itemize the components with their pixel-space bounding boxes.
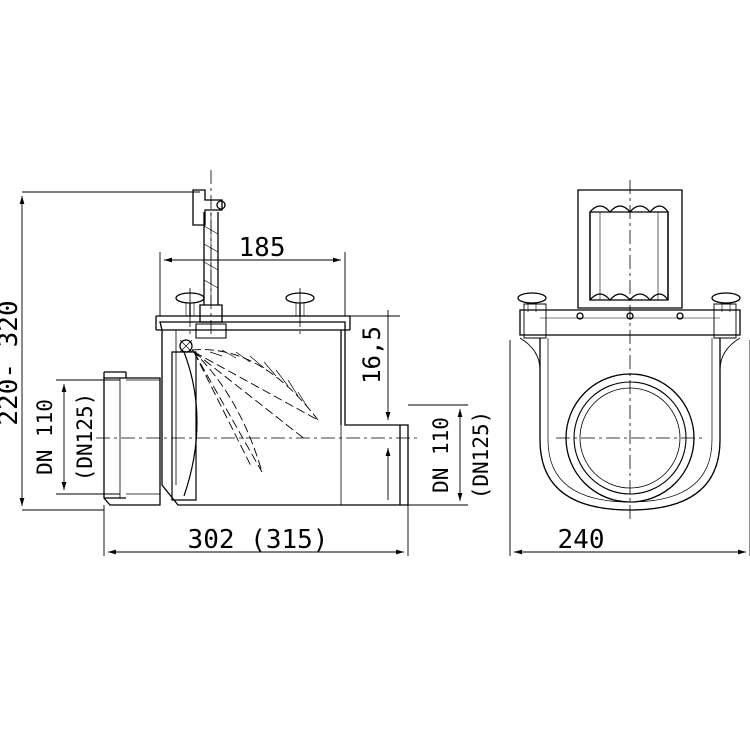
side-centerlines xyxy=(96,170,420,439)
label-inlet-dn: DN 110 xyxy=(33,399,57,475)
label-outlet-dn: DN 110 xyxy=(429,417,453,493)
inlet-socket xyxy=(103,371,161,506)
dim-height xyxy=(19,191,200,511)
dim-outlet-dn xyxy=(408,404,468,506)
label-total-length: 302 (315) xyxy=(188,525,329,555)
dim-inlet-dn xyxy=(56,379,120,495)
side-view xyxy=(19,170,468,556)
dim-240 xyxy=(509,340,750,556)
label-240: 240 xyxy=(558,525,605,555)
dim-16-5 xyxy=(345,310,400,500)
flap-seat xyxy=(171,339,198,501)
end-bolt-left xyxy=(517,292,547,312)
end-bolt-right xyxy=(711,292,741,312)
label-16-5: 16,5 xyxy=(358,326,386,384)
flap-swing xyxy=(191,349,319,473)
dim-185 xyxy=(159,252,346,316)
end-centerlines xyxy=(556,180,704,520)
label-185: 185 xyxy=(239,233,286,263)
label-inlet-dn-alt: (DN125) xyxy=(73,393,97,482)
dim-length xyxy=(103,505,409,556)
label-height-range: 220- 320 xyxy=(0,300,24,425)
label-outlet-dn-alt: (DN125) xyxy=(469,411,493,500)
rod-housing xyxy=(577,189,683,309)
flap-hatch xyxy=(209,349,309,409)
end-view xyxy=(509,180,750,556)
